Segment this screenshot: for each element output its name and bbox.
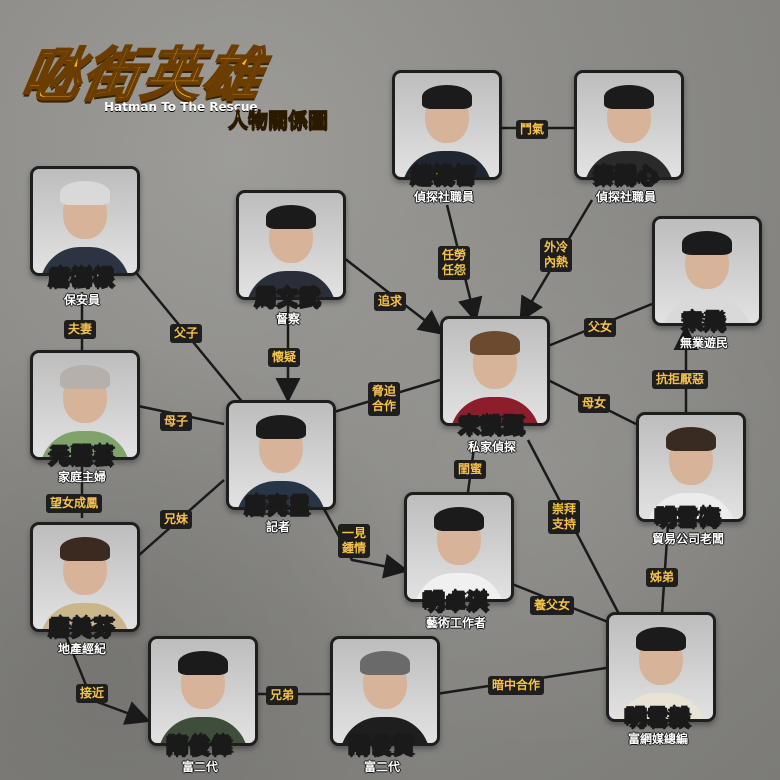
character-role-song-kaizhen: 私家偵探 (467, 440, 516, 454)
character-name-yuan-liyun: 元麗芸 (49, 444, 115, 469)
relation-tag-fu-zi: 父子 (170, 324, 203, 343)
portrait-song-kaizhen (440, 316, 550, 426)
portrait-qin-kaixin (574, 70, 684, 180)
show-subtitle: Hatman To The Rescue (104, 100, 258, 114)
relation-tag-xiong-mei: 兄妹 (160, 510, 193, 529)
portrait-tang-shugen (30, 166, 140, 276)
character-name-ming-zhuoqi: 明卓淇 (423, 590, 489, 615)
character-name-tang-shugen: 唐樹根 (49, 266, 115, 291)
relation-tag-gui-mi: 閨蜜 (454, 460, 487, 479)
portrait-tang-liangxing (226, 400, 336, 510)
portrait-song-fei (652, 216, 762, 326)
relation-tag-huai-yi: 懷疑 (268, 348, 301, 367)
portrait-ming-xuemei (636, 412, 746, 522)
character-name-sui-junwei: 隋俊偉 (167, 734, 233, 759)
character-role-qin-kaixin: 偵探社職員 (595, 190, 656, 204)
relation-tag-kang-ju-yan-e: 抗拒厭惡 (652, 370, 709, 389)
relation-tag-xiong-di: 兄弟 (266, 686, 299, 705)
relation-tag-wai-leng-nei-re: 外冷 內熱 (540, 238, 573, 272)
character-name-tang-meifen: 唐美芬 (49, 616, 115, 641)
relation-tag-an-zhong-he-zuo: 暗中合作 (488, 676, 545, 695)
character-name-ming-xuemei: 明雪梅 (655, 506, 721, 531)
portrait-sui-junwei (148, 636, 258, 746)
relation-tag-xie-po-he-zuo: 脅迫 合作 (368, 382, 401, 416)
portrait-ming-junyi (606, 612, 716, 722)
relation-tag-mu-zi: 母子 (160, 412, 193, 431)
character-role-tang-shugen: 保安員 (63, 293, 100, 307)
relation-tag-jie-jin: 接近 (76, 684, 109, 703)
link-tanglx-mingzq (316, 497, 409, 579)
character-name-ming-junyi: 明君毅 (625, 706, 691, 731)
relation-tag-wang-nu-cheng-feng: 望女成鳳 (46, 494, 103, 513)
portrait-zhao-jizhi (392, 70, 502, 180)
character-name-qin-kaixin: 秦開心 (593, 164, 659, 189)
character-role-yuan-liyun: 家庭主婦 (57, 470, 106, 484)
character-role-sui-junxian: 富二代 (363, 760, 400, 774)
character-role-sui-junwei: 富二代 (181, 760, 218, 774)
character-role-ming-junyi: 富網媒總編 (627, 732, 688, 746)
relation-tag-zhui-qiu: 追求 (374, 292, 407, 311)
character-role-zhao-jizhi: 偵探社職員 (413, 190, 474, 204)
character-role-zhou-wenwu: 督察 (275, 312, 300, 326)
character-name-song-kaizhen: 宋凱甄 (459, 414, 525, 439)
portrait-tang-meifen (30, 522, 140, 632)
character-name-zhou-wenwu: 周文武 (255, 286, 321, 311)
relation-tag-yi-jian-zhong-qing: 一見 鍾情 (338, 524, 371, 558)
character-name-zhao-jizhi: 趙機智 (411, 164, 477, 189)
chart-title: 人物關係圖 (228, 108, 329, 133)
relation-tag-fu-nu: 父女 (584, 318, 617, 337)
relation-tag-ren-lao-ren-yuan: 任勞 任怨 (438, 246, 471, 280)
portrait-yuan-liyun (30, 350, 140, 460)
character-name-song-fei: 宋飛 (682, 310, 726, 335)
relation-tag-dou-qi: 鬥氣 (516, 120, 549, 139)
portrait-zhou-wenwu (236, 190, 346, 300)
character-role-ming-xuemei: 貿易公司老闆 (651, 532, 724, 546)
character-name-sui-junxian: 隋俊賢 (349, 734, 415, 759)
relation-tag-mu-nu: 母女 (578, 394, 611, 413)
character-role-tang-liangxing: 記者 (265, 520, 290, 534)
character-role-ming-zhuoqi: 藝術工作者 (425, 616, 486, 630)
relation-tag-chong-bai-zhi-chi: 崇拜 支持 (548, 500, 581, 534)
portrait-sui-junxian (330, 636, 440, 746)
character-role-tang-meifen: 地產經紀 (57, 642, 106, 656)
relation-tag-zi-di: 姊弟 (646, 568, 679, 587)
relation-tag-fu-qi: 夫妻 (64, 320, 97, 339)
character-role-song-fei: 無業遊民 (679, 336, 728, 350)
character-name-tang-liangxing: 唐亮星 (245, 494, 311, 519)
portrait-ming-zhuoqi (404, 492, 514, 602)
relation-tag-yang-fu-nu: 養父女 (530, 596, 575, 615)
